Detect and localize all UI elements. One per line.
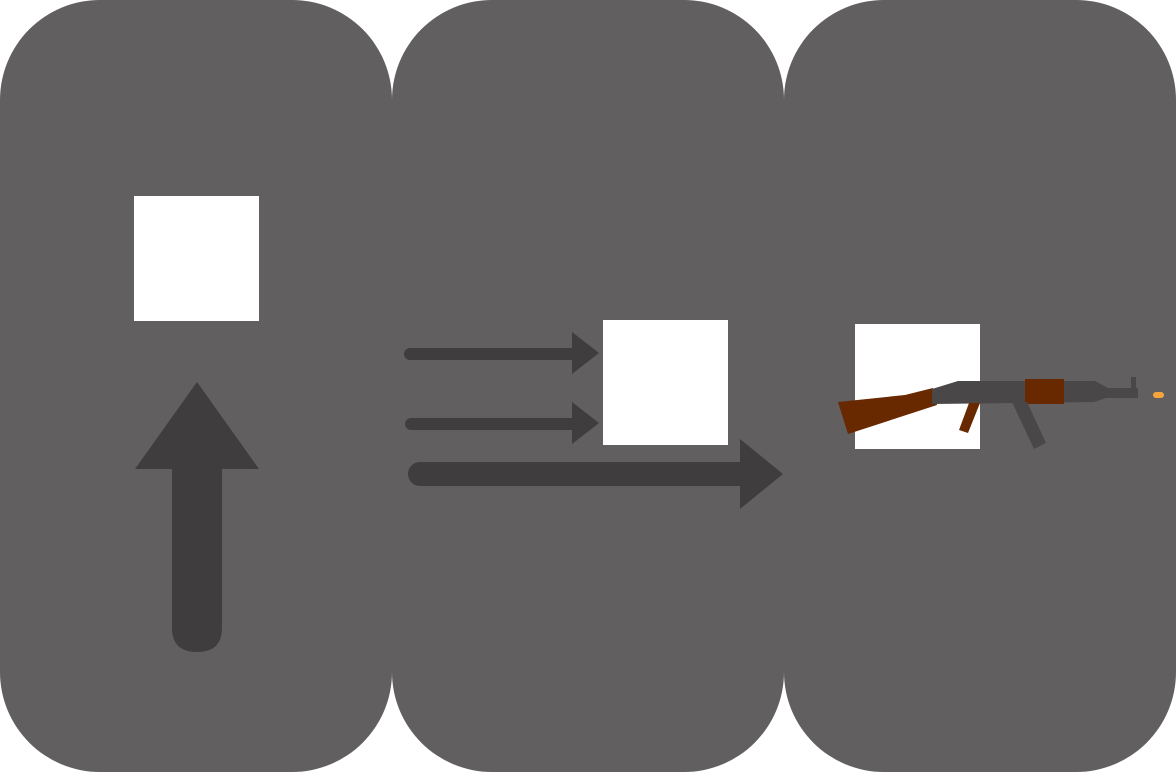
player-square-moved — [603, 320, 728, 445]
shoot-panel — [784, 0, 1176, 772]
move-up-panel — [0, 0, 392, 772]
player-square-start — [134, 196, 259, 321]
player-square-armed — [855, 324, 980, 449]
